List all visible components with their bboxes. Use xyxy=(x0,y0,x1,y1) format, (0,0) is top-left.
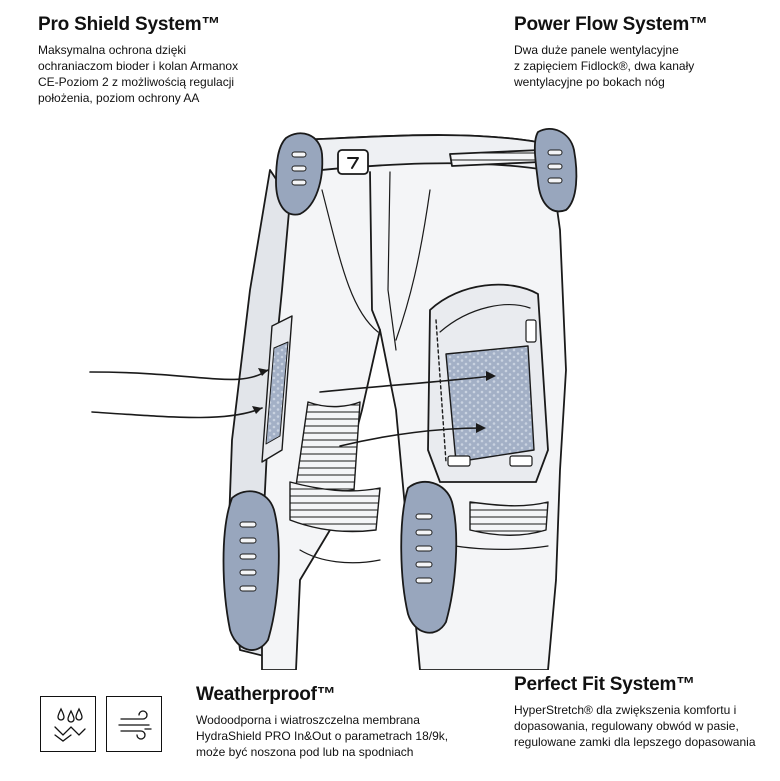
power-flow-line: z zapięciem Fidlock®, dwa kanały xyxy=(514,59,695,73)
perfect-fit-block: Perfect Fit System™ HyperStretch® dla zw… xyxy=(514,674,776,750)
perfect-fit-line: dopasowania, regulowany obwód w pasie, xyxy=(514,719,739,733)
stretch-panel-right xyxy=(469,501,549,536)
right-mesh-area xyxy=(445,345,535,463)
pro-shield-line: CE-Poziom 2 z możliwością regulacji xyxy=(38,75,235,89)
perfect-fit-description: HyperStretch® dla zwiększenia komfortu i… xyxy=(514,702,776,750)
perfect-fit-line: HyperStretch® dla zwiększenia komfortu i xyxy=(514,703,737,717)
power-flow-block: Power Flow System™ Dwa duże panele wenty… xyxy=(514,14,774,90)
airflow-arrow-lower xyxy=(91,407,263,419)
power-flow-line: Dwa duże panele wentylacyjne xyxy=(514,43,679,57)
weatherproof-line: może być noszona pod lub na spodniach xyxy=(196,745,414,759)
power-flow-title: Power Flow System™ xyxy=(514,14,708,35)
airflow-arrow-bottom xyxy=(339,427,483,447)
weatherproof-description: Wodoodporna i wiatroszczelna membrana Hy… xyxy=(196,712,496,760)
pro-shield-line: ochraniaczom bioder i kolan Armanox xyxy=(38,59,239,73)
wind-icon xyxy=(118,710,152,740)
water-drops-icon xyxy=(54,707,86,742)
weatherproof-title: Weatherproof™ xyxy=(196,684,336,705)
airflow-arrow-mid xyxy=(319,375,493,393)
weatherproof-line: Wodoodporna i wiatroszczelna membrana xyxy=(196,713,420,727)
brand-loop xyxy=(337,149,369,175)
stretch-panel-left xyxy=(295,401,361,493)
hip-protector-left xyxy=(275,132,324,216)
pants-diagram xyxy=(89,128,578,670)
airflow-arrow-upper xyxy=(89,369,269,381)
knee-protector-right xyxy=(400,480,458,634)
perfect-fit-title: Perfect Fit System™ xyxy=(514,674,695,695)
wind-icon-box xyxy=(106,696,162,752)
pro-shield-line: Maksymalna ochrona dzięki xyxy=(38,43,187,57)
power-flow-description: Dwa duże panele wentylacyjne z zapięciem… xyxy=(514,42,774,90)
water-drops-icon-box xyxy=(40,696,96,752)
brand-logo-icon xyxy=(347,157,359,169)
weatherproof-line: HydraShield PRO In&Out o parametrach 18/… xyxy=(196,729,449,743)
pro-shield-title: Pro Shield System™ xyxy=(38,14,221,35)
power-flow-line: wentylacyjne po bokach nóg xyxy=(514,75,665,89)
pro-shield-description: Maksymalna ochrona dzięki ochraniaczom b… xyxy=(38,42,338,106)
hip-protector-right xyxy=(533,128,578,213)
perfect-fit-line: regulowane zamki dla lepszego dopasowani… xyxy=(514,735,756,749)
pro-shield-block: Pro Shield System™ Maksymalna ochrona dz… xyxy=(38,14,338,106)
weatherproof-block: Weatherproof™ Wodoodporna i wiatroszczel… xyxy=(196,684,496,760)
pro-shield-line: położenia, poziom ochrony AA xyxy=(38,91,200,105)
